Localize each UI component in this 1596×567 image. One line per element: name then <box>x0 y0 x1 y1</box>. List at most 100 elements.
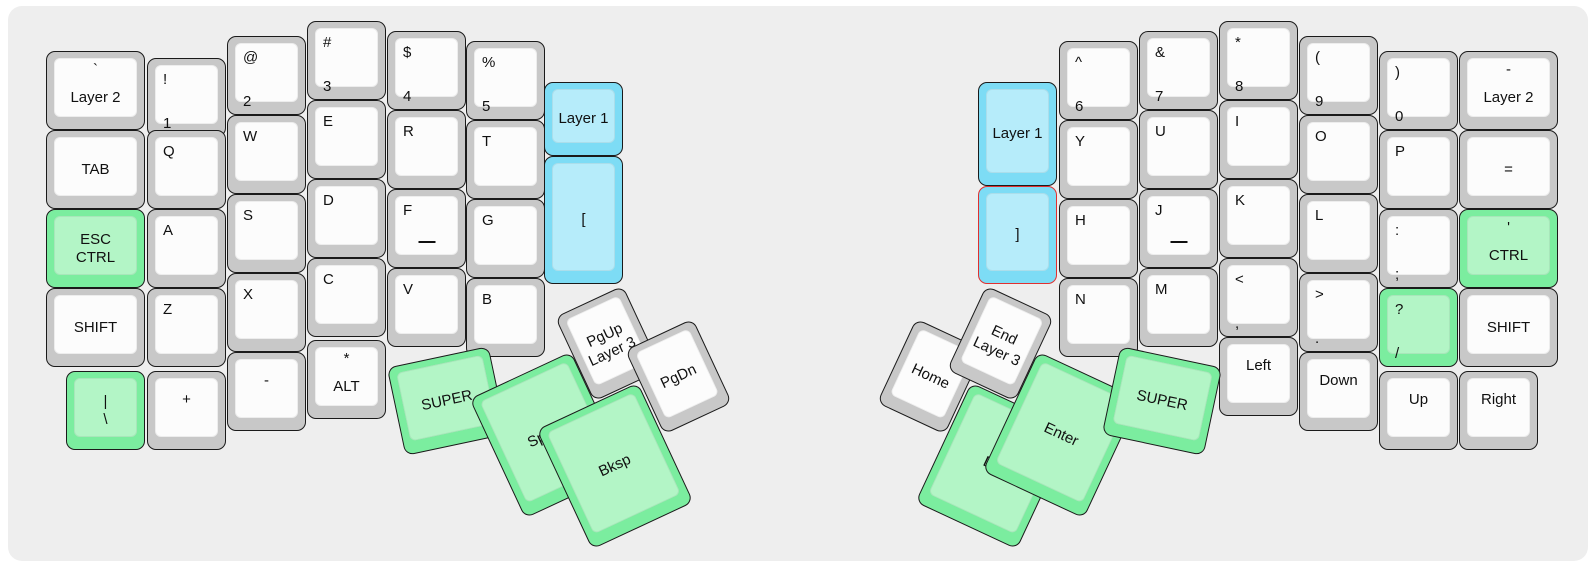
key-b[interactable]: B <box>466 278 545 357</box>
key-a[interactable]: A <box>147 209 226 288</box>
key-3-hash[interactable]: #3 <box>307 21 386 100</box>
keycap-surface <box>1067 48 1130 107</box>
key-x[interactable]: X <box>227 273 306 352</box>
key-equals[interactable]: = <box>1459 130 1558 209</box>
key-w[interactable]: W <box>227 115 306 194</box>
key-p[interactable]: P <box>1379 130 1458 209</box>
key-7-ampersand[interactable]: &7 <box>1139 31 1218 110</box>
keycap-surface <box>1227 344 1290 403</box>
key-period-gt[interactable]: >. <box>1299 273 1378 352</box>
key-g[interactable]: G <box>466 199 545 278</box>
key-j[interactable]: J <box>1139 189 1218 268</box>
keycap-surface <box>155 216 218 275</box>
key-f[interactable]: F <box>387 189 466 268</box>
key-tab[interactable]: TAB <box>46 130 145 209</box>
key-k[interactable]: K <box>1219 179 1298 258</box>
keycap-surface <box>1307 122 1370 181</box>
keycap-surface <box>1467 216 1550 275</box>
keycap-surface <box>54 137 137 196</box>
keycap-surface <box>235 280 298 339</box>
key-2-at[interactable]: @2 <box>227 36 306 115</box>
keycap-surface <box>1227 28 1290 87</box>
keycap-surface <box>1387 58 1450 117</box>
key-m[interactable]: M <box>1139 268 1218 347</box>
key-layer2-minus[interactable]: -Layer 2 <box>1459 51 1558 130</box>
key-6-caret[interactable]: ^6 <box>1059 41 1138 120</box>
keycap-surface <box>1067 127 1130 186</box>
key-minus[interactable]: - <box>227 352 306 431</box>
key-e[interactable]: E <box>307 100 386 179</box>
keycap-surface <box>155 137 218 196</box>
key-layer1-right[interactable]: Layer 1 <box>978 82 1057 186</box>
keycap-surface <box>315 186 378 245</box>
keycap-surface <box>395 117 458 176</box>
key-u[interactable]: U <box>1139 110 1218 189</box>
keycap-surface <box>1467 295 1550 354</box>
keycap-surface <box>1467 58 1550 117</box>
key-8-asterisk[interactable]: *8 <box>1219 21 1298 100</box>
key-bracket-left[interactable]: [ <box>544 156 623 284</box>
keycap-surface <box>1387 378 1450 437</box>
key-alt-star[interactable]: *ALT <box>307 340 386 419</box>
keycap-surface <box>395 196 458 255</box>
keycap-surface <box>54 216 137 275</box>
key-comma-lt[interactable]: <, <box>1219 258 1298 337</box>
key-layer1-left[interactable]: Layer 1 <box>544 82 623 156</box>
keycap-surface <box>235 201 298 260</box>
key-4-dollar[interactable]: $4 <box>387 31 466 110</box>
keycap-surface <box>474 206 537 265</box>
homing-bar-indicator <box>1170 240 1187 243</box>
keycap-surface <box>155 295 218 354</box>
key-right-arrow[interactable]: Right <box>1459 371 1538 450</box>
keycap-surface <box>74 378 137 437</box>
keycap-surface <box>552 89 615 143</box>
key-5-percent[interactable]: %5 <box>466 41 545 120</box>
key-plus[interactable]: + <box>147 371 226 450</box>
keycap-surface <box>1067 206 1130 265</box>
keycap-surface <box>54 295 137 354</box>
key-q[interactable]: Q <box>147 130 226 209</box>
key-semicolon[interactable]: :; <box>1379 209 1458 288</box>
key-left-arrow[interactable]: Left <box>1219 337 1298 416</box>
key-1-exclaim[interactable]: !1 <box>147 58 226 137</box>
key-r[interactable]: R <box>387 110 466 189</box>
key-z[interactable]: Z <box>147 288 226 367</box>
key-slash-question[interactable]: ?/ <box>1379 288 1458 367</box>
keycap-surface <box>315 28 378 87</box>
key-y[interactable]: Y <box>1059 120 1138 199</box>
keycap-surface <box>1307 280 1370 339</box>
key-0-paren-close[interactable]: )0 <box>1379 51 1458 130</box>
key-shift-left[interactable]: SHIFT <box>46 288 145 367</box>
keycap-surface <box>1067 285 1130 344</box>
key-o[interactable]: O <box>1299 115 1378 194</box>
key-9-paren-open[interactable]: (9 <box>1299 36 1378 115</box>
keycap-surface <box>395 275 458 334</box>
keycap-surface <box>986 89 1049 173</box>
key-t[interactable]: T <box>466 120 545 199</box>
key-down-arrow[interactable]: Down <box>1299 352 1378 431</box>
key-l[interactable]: L <box>1299 194 1378 273</box>
key-n[interactable]: N <box>1059 278 1138 357</box>
key-i[interactable]: I <box>1219 100 1298 179</box>
key-ctrl-quote[interactable]: 'CTRL <box>1459 209 1558 288</box>
key-c[interactable]: C <box>307 258 386 337</box>
keycap-surface <box>315 265 378 324</box>
key-layer2-backtick[interactable]: `Layer 2 <box>46 51 145 130</box>
key-s[interactable]: S <box>227 194 306 273</box>
key-bracket-right[interactable]: ] <box>978 186 1057 284</box>
keycap-surface <box>155 65 218 124</box>
keycap-surface <box>235 359 298 418</box>
key-up-arrow[interactable]: Up <box>1379 371 1458 450</box>
keycap-surface <box>1147 117 1210 176</box>
keycap-surface <box>1387 216 1450 275</box>
key-pipe-backslash[interactable]: |\ <box>66 371 145 450</box>
keycap-surface <box>54 58 137 117</box>
key-shift-right[interactable]: SHIFT <box>1459 288 1558 367</box>
key-h[interactable]: H <box>1059 199 1138 278</box>
key-v[interactable]: V <box>387 268 466 347</box>
keycap-surface <box>1467 137 1550 196</box>
key-d[interactable]: D <box>307 179 386 258</box>
keycap-surface <box>1147 275 1210 334</box>
